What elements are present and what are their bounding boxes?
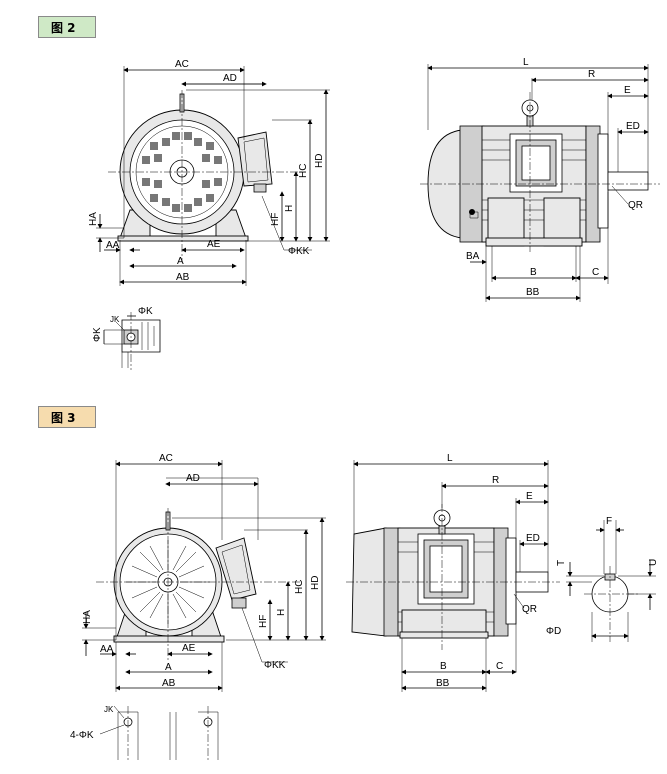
fig3-side-view	[346, 504, 560, 650]
fig3-dim-B: B	[440, 661, 447, 672]
fig2-dim-BB: BB	[526, 287, 540, 298]
fig3-dim-AC: AC	[159, 453, 173, 464]
fig3-side-dimensions	[353, 460, 549, 692]
fig2-dim-A: A	[177, 256, 184, 267]
fig2-dim-AD: AD	[223, 73, 237, 84]
fig3-dim-QR: QR	[522, 604, 537, 615]
fig2-dim-AA: AA	[106, 240, 120, 251]
fig2-dim-QR: QR	[628, 200, 643, 211]
fig3-dim-AA: AA	[100, 644, 114, 655]
fig3-dim-phiD: ΦD	[546, 626, 561, 637]
fig3-dim-AE: AE	[182, 643, 196, 654]
figure-2-label: 图 2	[38, 16, 96, 38]
fig3-side-labels: L R E ED QR B C BB	[436, 453, 540, 689]
fig2-dim-phiK-h: ΦK	[138, 306, 153, 317]
fig3-dim-HD: HD	[310, 576, 321, 590]
fig2-dim-ED: ED	[626, 121, 640, 132]
fig3-dim-R: R	[492, 475, 499, 486]
fig3-front-labels: AC AD HD HC H HF HA AA AE A AB ΦKK	[82, 453, 321, 689]
fig2-dim-BA: BA	[466, 251, 480, 262]
fig2-front-dimensions	[96, 66, 330, 286]
fig2-dim-E: E	[624, 85, 631, 96]
fig2-front-labels: AC AD HD HC H HF HA AA AE A AB ΦKK	[88, 59, 325, 283]
fig3-dim-E: E	[526, 491, 533, 502]
fig2-front-view	[108, 90, 306, 262]
fig2-dim-HF: HF	[270, 213, 281, 226]
fig2-dim-C: C	[592, 267, 599, 278]
fig2-dim-HC: HC	[298, 164, 309, 178]
fig2-dim-AE: AE	[207, 239, 221, 250]
fig2-dim-HD: HD	[314, 154, 325, 168]
fig3-dim-4phiK: 4-ΦK	[70, 730, 94, 741]
fig2-dim-B: B	[530, 267, 537, 278]
fig2-dim-L: L	[523, 57, 529, 68]
fig2-side-dimensions	[427, 64, 649, 302]
fig2-dim-phiK-v: ΦK	[92, 327, 103, 342]
fig3-dim-HA: HA	[82, 610, 93, 624]
fig3-shaft-section: F T U ΦD	[546, 516, 659, 642]
fig3-front-view	[96, 508, 300, 662]
fig3-dim-AD: AD	[186, 473, 200, 484]
fig2-foot-detail: ΦK ΦK JK	[92, 306, 161, 370]
fig3-dim-HC: HC	[294, 580, 305, 594]
fig2-dim-KK: ΦKK	[288, 246, 310, 257]
figure-3-label: 图 3	[38, 406, 96, 428]
fig3-dim-L: L	[447, 453, 453, 464]
fig3-dim-BB: BB	[436, 678, 450, 689]
fig2-dim-JK: JK	[110, 315, 120, 324]
fig3-dim-HF: HF	[258, 615, 269, 628]
fig3-dim-JK: JK	[104, 705, 114, 714]
fig3-dim-ED: ED	[526, 533, 540, 544]
fig3-dim-A: A	[165, 662, 172, 673]
fig3-dim-H: H	[276, 609, 287, 616]
fig2-dim-HA: HA	[88, 212, 99, 226]
fig3-dim-KK: ΦKK	[264, 660, 286, 671]
fig2-side-view	[420, 92, 660, 252]
fig2-dim-AB: AB	[176, 272, 190, 283]
fig2-dim-R: R	[588, 69, 595, 80]
fig3-front-dimensions	[82, 460, 326, 692]
fig2-side-labels: L R E ED QR BA B C BB	[466, 57, 643, 298]
fig2-dim-H: H	[284, 205, 295, 212]
fig3-dim-AB: AB	[162, 678, 176, 689]
fig3-foot-detail: 4-ΦK JK	[70, 705, 219, 760]
fig3-dim-F: F	[606, 516, 612, 527]
fig3-dim-C: C	[496, 661, 503, 672]
fig3-dim-T: T	[556, 560, 567, 566]
fig2-dim-AC: AC	[175, 59, 189, 70]
fig3-dim-U: U	[648, 559, 659, 566]
